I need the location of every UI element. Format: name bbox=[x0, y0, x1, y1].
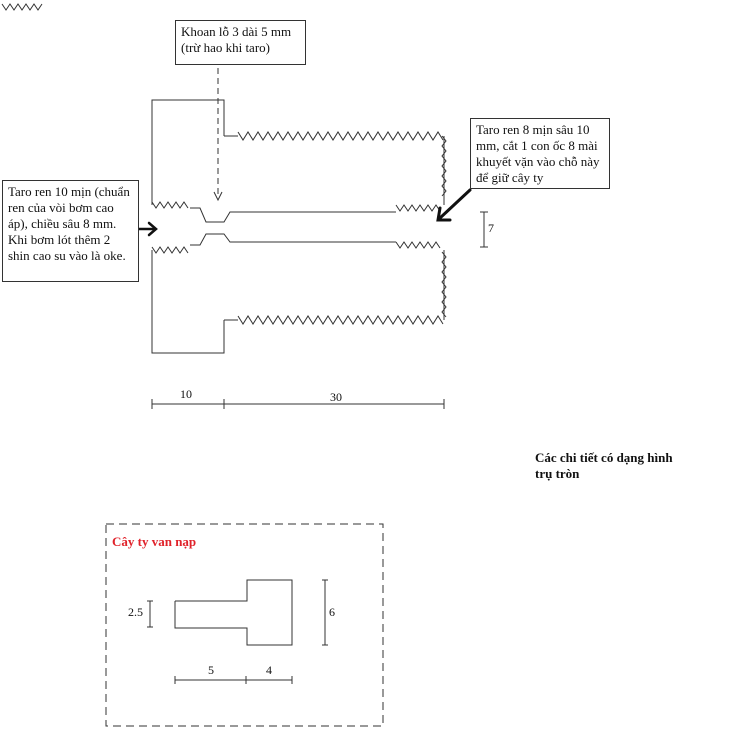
dim-stem-length bbox=[174, 676, 293, 684]
thread-bottom-outer bbox=[237, 315, 444, 325]
thread-right-bottom-side bbox=[441, 251, 447, 318]
thread-right-bore-upper bbox=[395, 204, 441, 212]
dim-len-left-label: 10 bbox=[180, 387, 192, 401]
dim-len-right-label: 30 bbox=[330, 390, 342, 404]
thread-right-bore-lower bbox=[395, 241, 441, 249]
body-top-left-edge bbox=[151, 99, 225, 205]
thread-left-bore-lower bbox=[151, 246, 189, 254]
right-thread-arrow bbox=[436, 188, 472, 222]
dim-stem-small-dia-label: 2.5 bbox=[128, 605, 143, 619]
thread-left-bore-upper bbox=[151, 201, 189, 209]
dim-right-gap bbox=[480, 211, 488, 248]
dim-stem-len-large-label: 4 bbox=[266, 663, 272, 677]
cylindrical-note: Các chi tiết có dạng hình trụ tròn bbox=[535, 450, 673, 481]
body-bottom-left-edge bbox=[151, 250, 225, 354]
bore-lower-line bbox=[190, 233, 396, 246]
dim-stem-large-dia bbox=[322, 579, 328, 646]
left-thread-arrow bbox=[136, 221, 158, 237]
left-thread-note: Taro ren 10 mịn (chuẩn ren của vòi bơm c… bbox=[2, 180, 139, 282]
thread-top-outer bbox=[237, 131, 444, 141]
thread-zigzags bbox=[151, 131, 447, 325]
valve-stem-title: Cây ty van nạp bbox=[112, 534, 197, 549]
bore-upper-line bbox=[190, 207, 396, 223]
part-body-outline bbox=[151, 99, 445, 354]
drill-leader-arrowhead bbox=[213, 191, 223, 202]
drill-note: Khoan lỗ 3 dài 5 mm (trừ hao khi taro) bbox=[175, 20, 306, 65]
dim-stem-large-dia-label: 6 bbox=[329, 605, 335, 619]
dim-stem-small-dia bbox=[147, 600, 153, 628]
thread-right-top-side bbox=[441, 135, 447, 197]
valve-stem-frame bbox=[105, 523, 384, 727]
dim-stem-len-small-label: 5 bbox=[208, 663, 214, 677]
dim-length-line bbox=[151, 399, 445, 409]
dim-right-gap-label: 7 bbox=[488, 221, 494, 235]
valve-stem-shape bbox=[174, 579, 293, 646]
right-thread-note: Taro ren 8 mịn sâu 10 mm, cắt 1 con ốc 8… bbox=[470, 118, 610, 189]
corner-squiggle bbox=[1, 3, 43, 11]
